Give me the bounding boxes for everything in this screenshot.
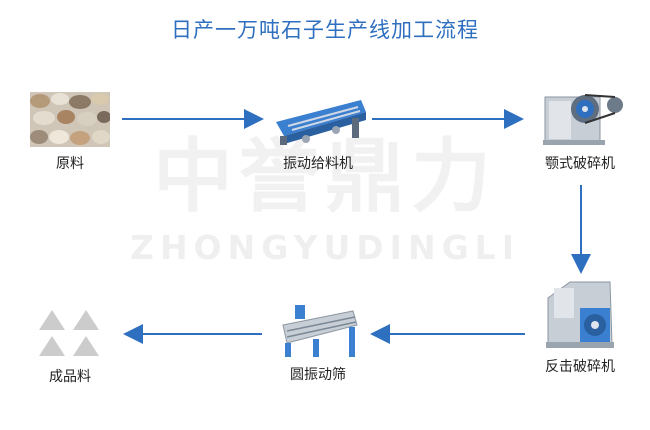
step-label: 振动给料机 <box>283 156 353 172</box>
raw-stones-icon <box>30 92 110 147</box>
circular-vibrating-screen-icon <box>282 305 358 357</box>
step-circular-vibrating-screen: 圆振动筛 <box>253 303 383 384</box>
finished-aggregate-icon <box>39 310 99 356</box>
step-label: 圆振动筛 <box>290 367 346 383</box>
jaw-crusher-icon <box>543 94 623 145</box>
step-label: 反击破碎机 <box>545 359 615 375</box>
step-finished-aggregate: 成品料 <box>20 308 120 386</box>
step-label: 原料 <box>56 156 84 172</box>
vibrating-feeder-icon <box>275 100 366 145</box>
impact-crusher-icon <box>546 281 614 348</box>
step-impact-crusher: 反击破碎机 <box>525 278 635 376</box>
step-jaw-crusher: 颚式破碎机 <box>525 85 635 173</box>
watermark-chinese: 中誉鼎力 <box>153 130 497 223</box>
step-vibrating-feeder: 振动给料机 <box>253 92 383 173</box>
step-label: 成品料 <box>49 369 91 385</box>
page-title: 日产一万吨石子生产线加工流程 <box>171 18 479 42</box>
step-label: 颚式破碎机 <box>545 156 615 172</box>
watermark-english: ZHONGYUDINGLI <box>130 228 520 267</box>
step-raw-material: 原料 <box>20 92 120 173</box>
